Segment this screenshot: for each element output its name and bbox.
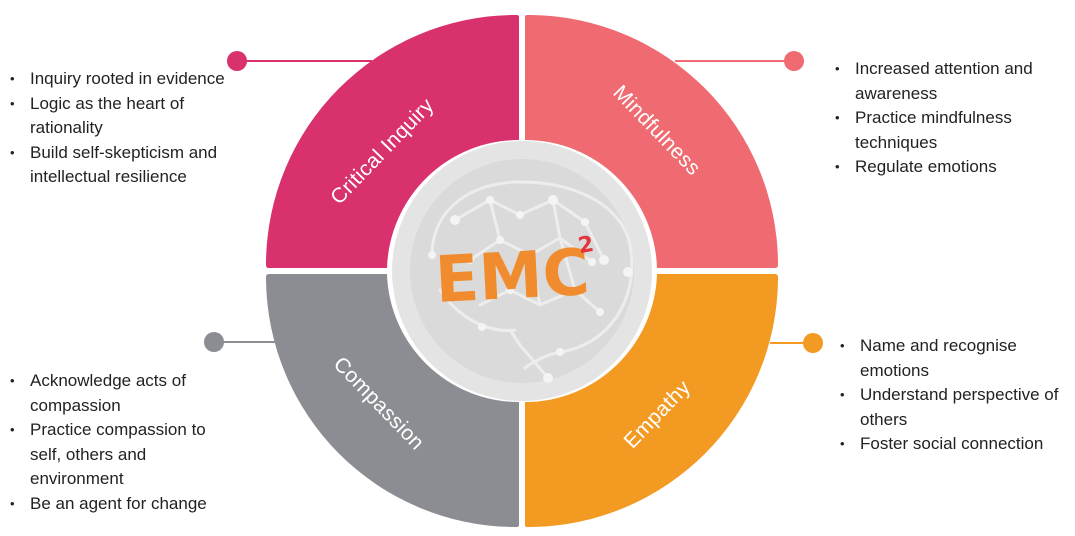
quadrant-mindfulness bbox=[525, 15, 778, 268]
list-item: Practice mindfulness techniques bbox=[833, 106, 1068, 155]
compassion-points: Acknowledge acts of compassion Practice … bbox=[8, 369, 233, 516]
emc-superscript: 2 bbox=[576, 232, 595, 259]
brain-network-nodes bbox=[428, 195, 633, 383]
mindfulness-points: Increased attention and awareness Practi… bbox=[833, 57, 1068, 180]
empathy-points: Name and recognise emotions Understand p… bbox=[838, 334, 1073, 457]
critical-inquiry-points: Inquiry rooted in evidence Logic as the … bbox=[8, 67, 233, 190]
list-item: Inquiry rooted in evidence bbox=[8, 67, 233, 92]
list-item: Understand perspective of others bbox=[838, 383, 1073, 432]
list-item: Acknowledge acts of compassion bbox=[8, 369, 233, 418]
connector-empathy bbox=[770, 333, 823, 353]
list-item: Logic as the heart of rationality bbox=[8, 92, 233, 141]
list-item: Foster social connection bbox=[838, 432, 1073, 457]
list-item: Regulate emotions bbox=[833, 155, 1068, 180]
quadrant-empathy bbox=[525, 274, 778, 527]
list-item: Practice compassion to self, others and … bbox=[8, 418, 233, 492]
quadrant-compassion bbox=[266, 274, 519, 527]
connector-mindfulness bbox=[675, 51, 804, 71]
list-item: Increased attention and awareness bbox=[833, 57, 1068, 106]
list-item: Name and recognise emotions bbox=[838, 334, 1073, 383]
connector-compassion bbox=[204, 332, 280, 352]
quadrant-critical-inquiry bbox=[266, 15, 519, 268]
list-item: Build self-skepticism and intellectual r… bbox=[8, 141, 233, 190]
connector-critical-inquiry bbox=[227, 51, 372, 71]
emc-logo-text: EMC bbox=[433, 236, 591, 318]
list-item: Be an agent for change bbox=[8, 492, 233, 517]
